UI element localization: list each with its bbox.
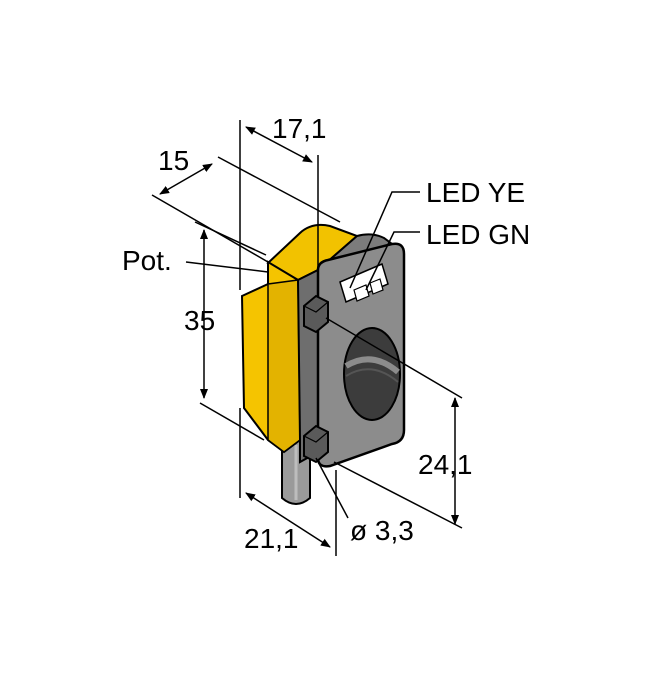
dim-hole-diameter: ø 3,3 [350,515,414,546]
label-led-gn: LED GN [426,219,530,250]
dim-depth: 15 [158,145,189,176]
lens [343,327,401,421]
housing-front-gray [296,233,406,468]
dim-height: 35 [184,305,215,336]
label-led-ye: LED YE [426,177,525,208]
mounting-hole-top [303,294,329,334]
dim-width-bottom: 21,1 [244,523,299,554]
housing-yellow [240,223,359,454]
dimension-lines [151,120,463,556]
mounting-hole-bottom [303,424,329,464]
label-pot: Pot. [122,245,172,276]
dim-hole-spacing: 24,1 [418,449,473,480]
dim-width-top: 17,1 [272,113,327,144]
